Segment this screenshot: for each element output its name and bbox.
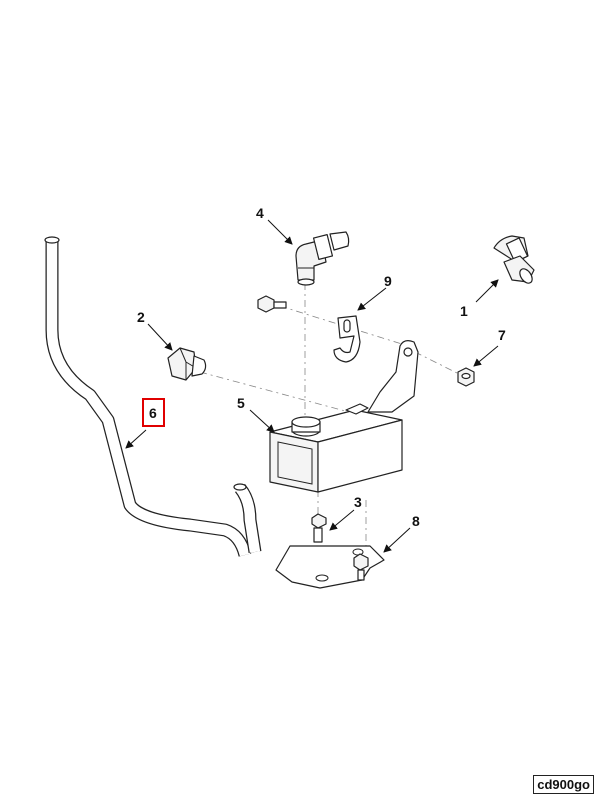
callout-9: 9 xyxy=(384,273,392,289)
part-1-elbow-fitting[interactable] xyxy=(493,235,535,285)
callout-2: 2 xyxy=(137,309,145,325)
callout-5: 5 xyxy=(237,395,245,411)
part-5-housing[interactable] xyxy=(269,340,419,493)
callout-3: 3 xyxy=(354,494,362,510)
part-2-fitting[interactable] xyxy=(167,347,207,381)
callout-leaders xyxy=(125,219,499,553)
part-3-bolt[interactable] xyxy=(311,513,327,543)
callout-7: 7 xyxy=(498,327,506,343)
callout-1: 1 xyxy=(460,303,468,319)
callout-4: 4 xyxy=(256,205,264,221)
part-9-bolt-clip[interactable] xyxy=(257,295,361,363)
part-6-hose[interactable] xyxy=(44,236,262,557)
callout-8: 8 xyxy=(412,513,420,529)
part-4-elbow-fitting[interactable] xyxy=(295,231,350,286)
callout-6-highlight xyxy=(142,398,165,427)
diagram-id-label: cd900go xyxy=(533,775,594,794)
part-8-mounting-plate[interactable] xyxy=(275,545,385,589)
part-7-nut[interactable] xyxy=(457,367,475,387)
callout-6[interactable]: 6 xyxy=(149,405,157,421)
